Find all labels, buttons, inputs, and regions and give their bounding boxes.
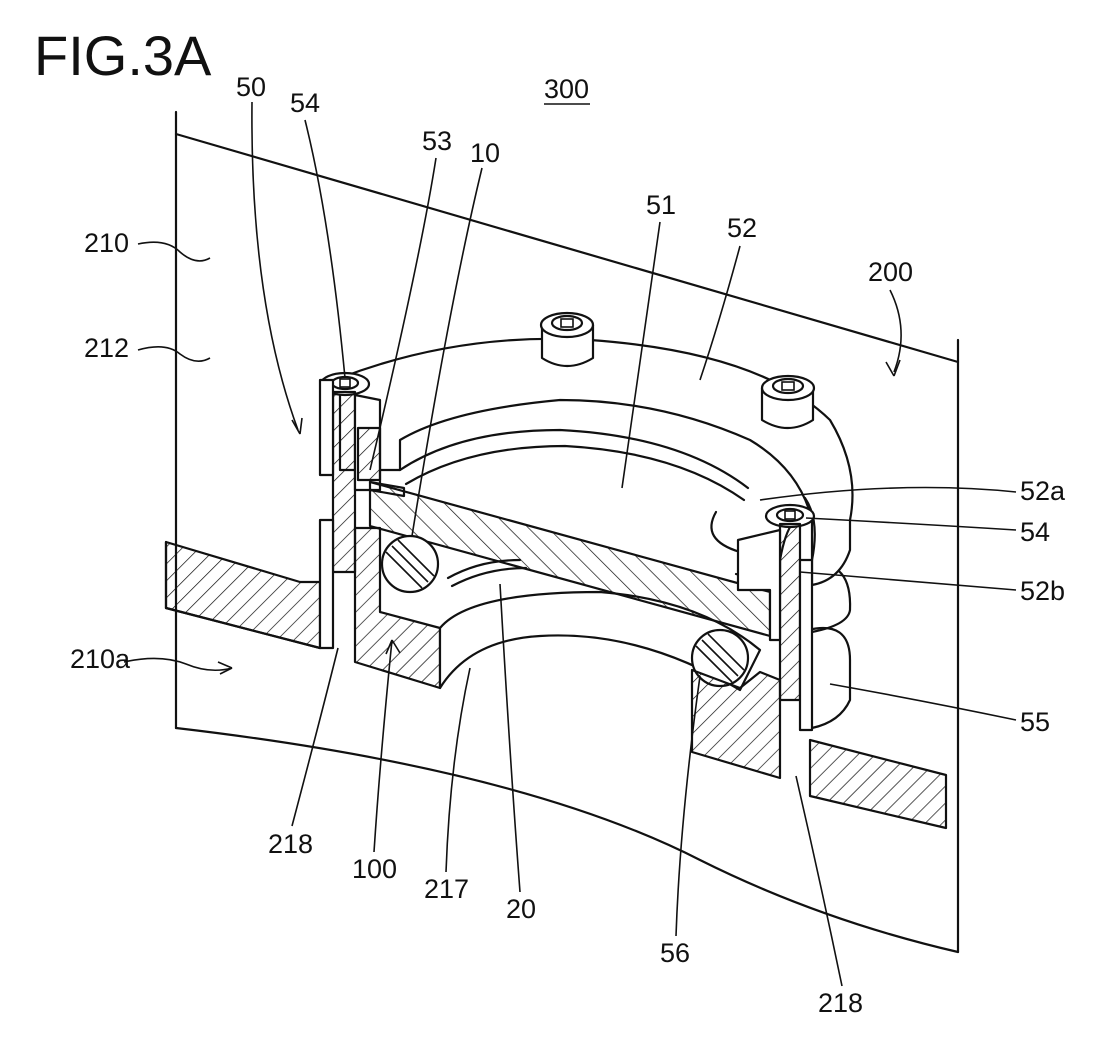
label-212: 212	[84, 333, 129, 363]
lower-flange-55	[808, 565, 850, 728]
label-51: 51	[646, 190, 676, 220]
label-10: 10	[470, 138, 500, 168]
label-100: 100	[352, 854, 397, 884]
label-217: 217	[424, 874, 469, 904]
assembly-label: 300	[544, 74, 589, 104]
label-55: 55	[1020, 707, 1050, 737]
label-210: 210	[84, 228, 129, 258]
label-54-top: 54	[290, 88, 320, 118]
label-200: 200	[868, 257, 913, 287]
label-52a: 52a	[1020, 476, 1066, 506]
label-54-right: 54	[1020, 517, 1050, 547]
label-20: 20	[506, 894, 536, 924]
label-218-right: 218	[818, 988, 863, 1018]
label-53: 53	[422, 126, 452, 156]
label-52b: 52b	[1020, 576, 1065, 606]
label-52: 52	[727, 213, 757, 243]
figure-title: FIG.3A	[34, 24, 212, 87]
label-218-left: 218	[268, 829, 313, 859]
label-56: 56	[660, 938, 690, 968]
label-50: 50	[236, 72, 266, 102]
label-210a: 210a	[70, 644, 131, 674]
